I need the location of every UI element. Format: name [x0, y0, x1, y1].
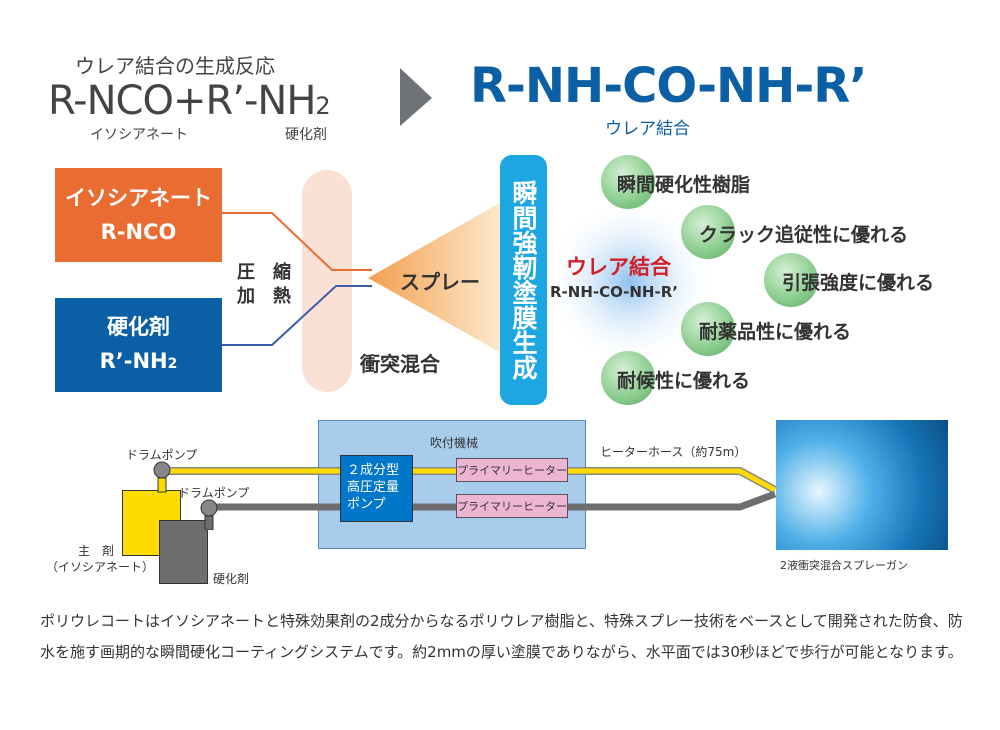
spray-cone: [368, 200, 505, 355]
spray-label: スプレー: [400, 270, 480, 294]
arrow-right-icon: [400, 68, 432, 126]
hardener-box: 硬化剤 R’-NH2: [55, 298, 222, 392]
hardener-tank: [159, 520, 208, 584]
drum-pump-2: [200, 499, 218, 517]
product-formula: R-NH-CO-NH-R’: [470, 58, 867, 114]
primary-heater-1: プライマリーヒーター: [456, 458, 568, 482]
box2-formula: R’-NH: [99, 348, 168, 373]
drum-pump-1: [153, 461, 171, 479]
hardener-label: 硬化剤: [285, 127, 327, 143]
feature-circle: [764, 253, 818, 307]
isocyanate-line: [222, 212, 372, 271]
reaction-title: ウレア結合の生成反応: [75, 54, 275, 78]
description: ポリウレコートはイソシアネートと特殊効果剤の2成分からなるポリウレア樹脂と、特殊…: [40, 612, 963, 661]
drum-pump-label-2: ドラムポンプ: [178, 486, 250, 500]
formula-text: R-NCO+R’-NH: [48, 78, 316, 124]
isocyanate-box: イソシアネート R-NCO: [55, 168, 222, 262]
isocyanate-label: イソシアネート: [90, 127, 188, 143]
main-agent-sub-label: （イソシアネート）: [46, 560, 155, 574]
formula-sub: 2: [315, 92, 330, 120]
drum-pump-label-1: ドラムポンプ: [126, 448, 198, 462]
box2-line1: 硬化剤: [107, 314, 170, 339]
mixing-chamber: [302, 170, 352, 392]
heat-label: 加 熱: [237, 286, 291, 307]
box1-line2: R-NCO: [100, 220, 177, 244]
feature-4: 耐薬品性に優れる: [699, 321, 852, 343]
feature-circle: [681, 302, 735, 356]
instant-coating-label: 瞬間強靭塗膜生成: [500, 155, 547, 405]
center-title: ウレア結合: [566, 255, 671, 279]
pump-line1: ２成分型: [347, 463, 400, 478]
feature-circle: [601, 155, 655, 209]
flow-lines: [222, 197, 715, 367]
pressure-label: 圧 縮: [237, 262, 291, 283]
feature-circle: [601, 351, 655, 405]
main-agent-label: 主 剤: [78, 544, 115, 558]
pump-line2: 高圧定量: [347, 480, 400, 495]
hardener-tank-label: 硬化剤: [213, 572, 250, 586]
feature-1: 瞬間硬化性樹脂: [617, 174, 751, 196]
spray-gun-label: 2液衝突混合スプレーガン: [780, 559, 908, 572]
hardener-line: [222, 285, 372, 346]
pump-line3: ポンプ: [347, 497, 386, 512]
heater-hose-label: ヒーターホース（約75m）: [600, 445, 747, 459]
product-label: ウレア結合: [605, 119, 690, 139]
feature-5: 耐候性に優れる: [617, 370, 751, 392]
box2-sub: 2: [167, 355, 178, 372]
primary-heater-2: プライマリーヒーター: [456, 494, 568, 518]
glow: [545, 197, 715, 367]
box2-line2: R’-NH2: [100, 344, 178, 381]
box1-line1: イソシアネート: [65, 186, 212, 210]
feature-2: クラック追従性に優れる: [699, 224, 909, 246]
feature-circle: [681, 205, 735, 259]
spray-gun-photo: [776, 420, 948, 550]
reaction-formula: R-NCO+R’-NH2: [48, 78, 331, 124]
center-formula: R-NH-CO-NH-R’: [550, 283, 678, 301]
feature-3: 引張強度に優れる: [782, 272, 935, 294]
machine-title: 吹付機械: [430, 436, 479, 450]
collision-label: 衝突混合: [360, 352, 440, 376]
metering-pump: ２成分型高圧定量ポンプ: [340, 455, 413, 522]
